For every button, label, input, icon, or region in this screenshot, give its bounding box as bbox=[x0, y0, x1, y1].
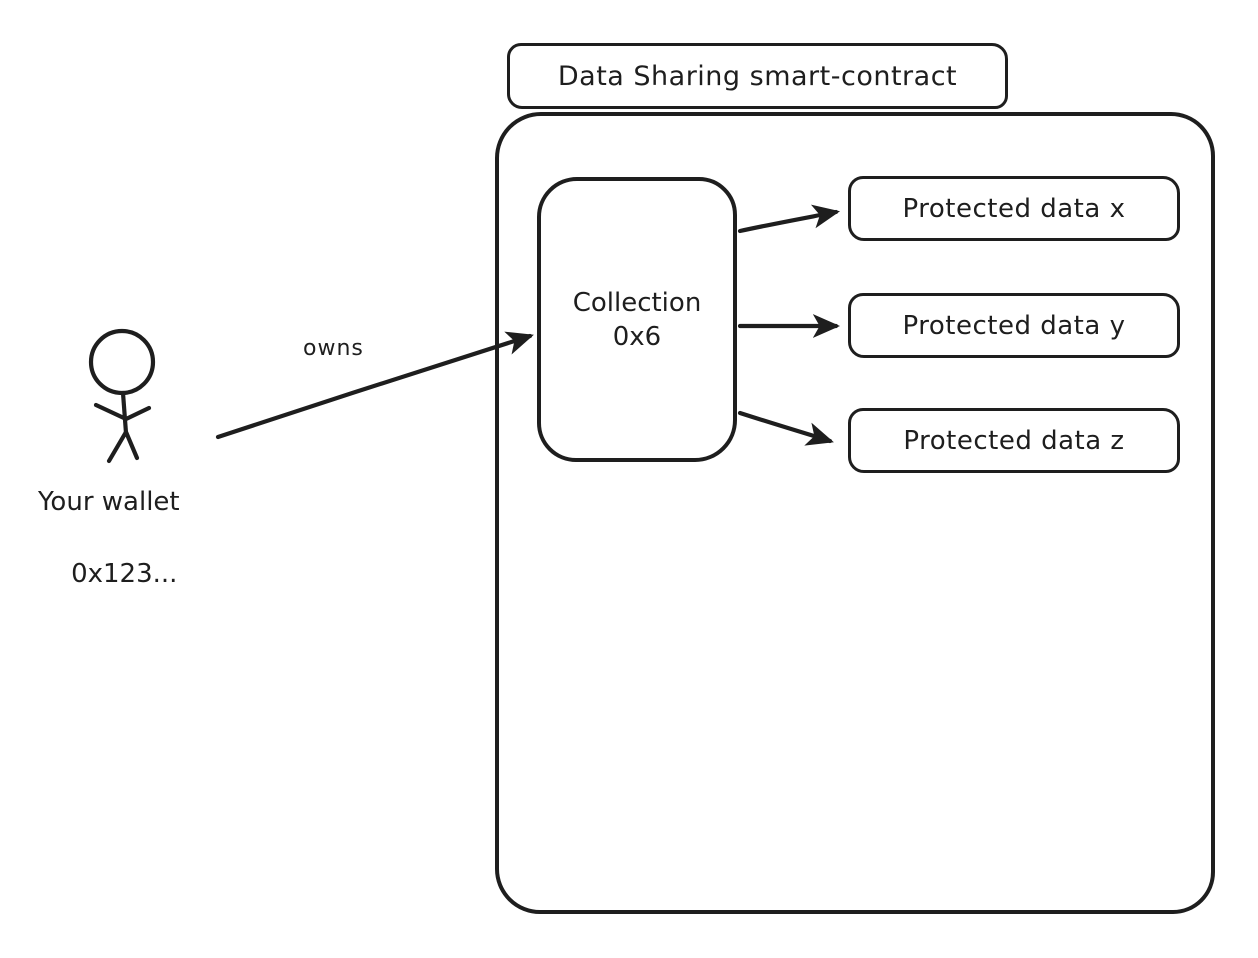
diagram-title-box: Data Sharing smart-contract bbox=[507, 43, 1008, 109]
protected-data-x-label: Protected data x bbox=[902, 193, 1126, 224]
wallet-label-line2: 0x123... bbox=[71, 559, 178, 589]
diagram-title: Data Sharing smart-contract bbox=[557, 60, 958, 92]
protected-data-x-node: Protected data x bbox=[848, 176, 1180, 241]
protected-data-y-label: Protected data y bbox=[902, 310, 1126, 341]
wallet-label: Your wallet 0x123... bbox=[38, 484, 180, 628]
collection-node: Collection 0x6 bbox=[537, 177, 737, 462]
wallet-label-line1: Your wallet bbox=[38, 487, 180, 517]
protected-data-z-node: Protected data z bbox=[848, 408, 1180, 473]
collection-label-line2: 0x6 bbox=[612, 321, 662, 352]
collection-label-line1: Collection bbox=[572, 287, 702, 318]
stick-figure-icon bbox=[88, 328, 156, 464]
protected-data-y-node: Protected data y bbox=[848, 293, 1180, 358]
owns-edge-label: owns bbox=[303, 336, 364, 361]
owns-arrow bbox=[215, 331, 534, 440]
protected-data-z-label: Protected data z bbox=[903, 425, 1125, 456]
